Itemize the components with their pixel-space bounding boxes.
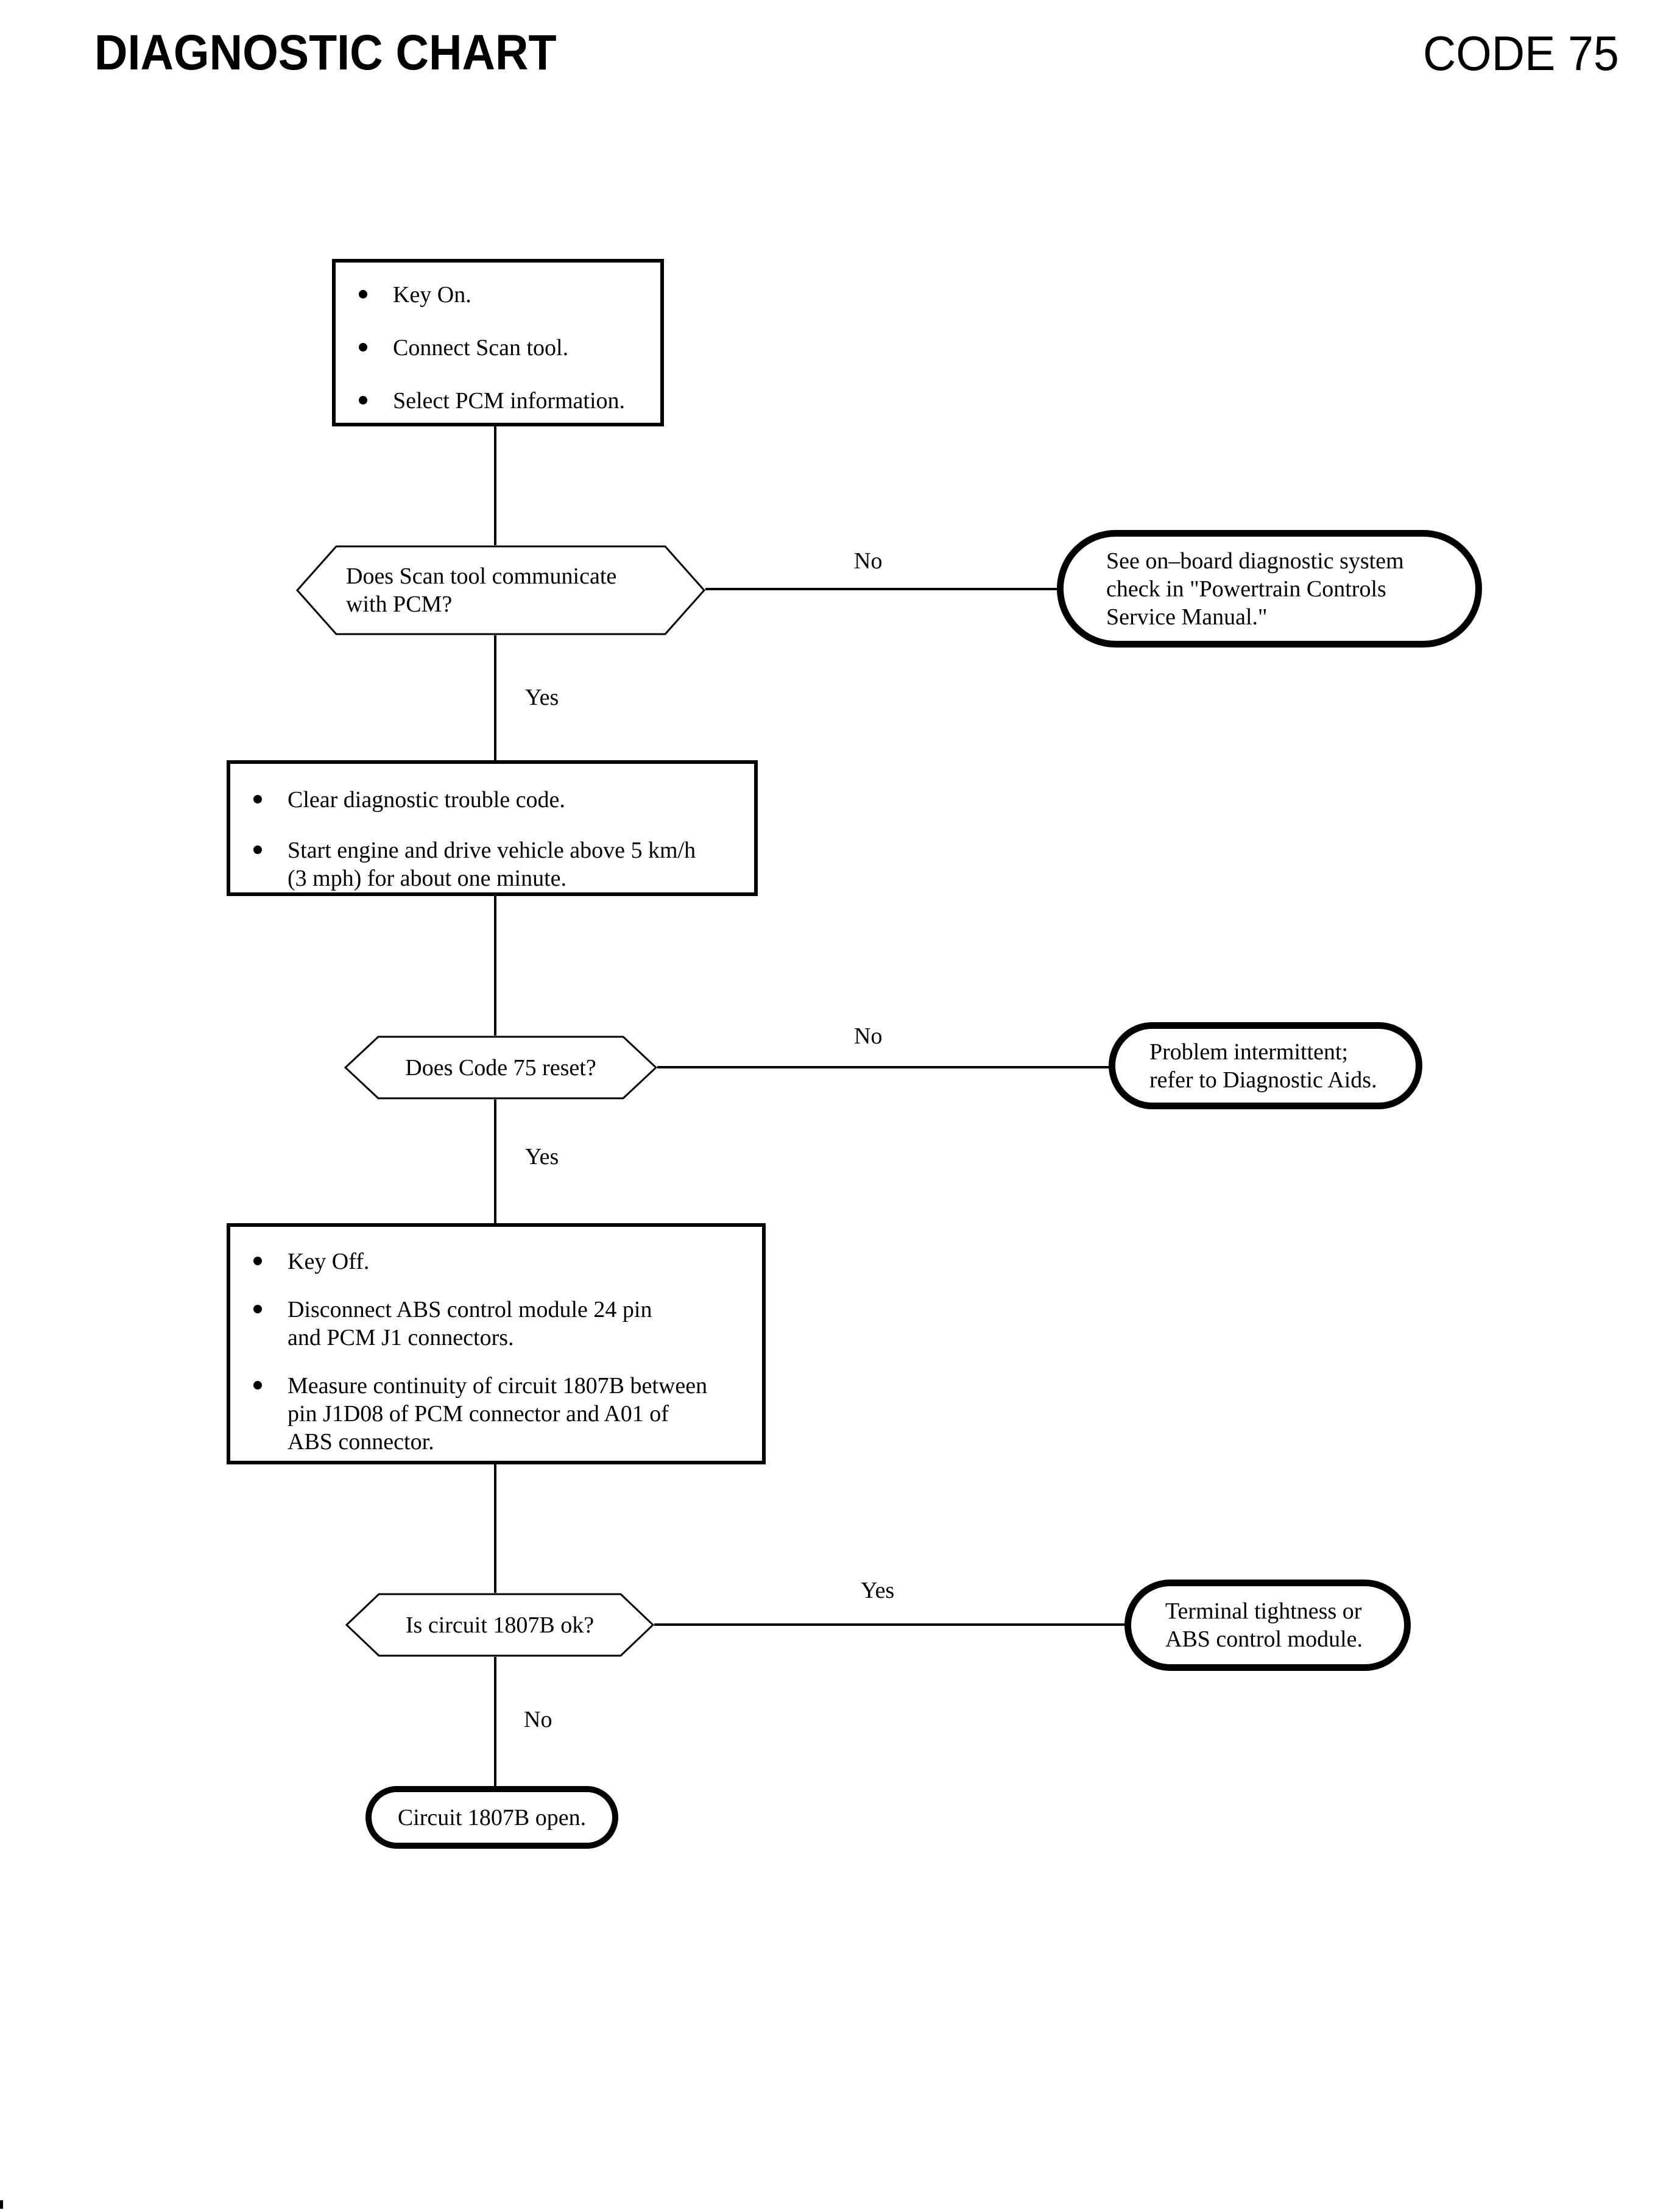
connector-horizontal	[705, 588, 1058, 590]
bullet-text: Measure continuity of circuit 1807B betw…	[288, 1373, 708, 1455]
bullet-icon	[253, 1257, 262, 1265]
decision-scan-tool-communicate: Does Scan tool communicate with PCM?	[296, 545, 705, 635]
terminal-text: Terminal tightness or ABS control module…	[1165, 1598, 1363, 1652]
bullet-item: Clear diagnostic trouble code.	[253, 786, 742, 814]
bullet-item: Key Off.	[253, 1248, 750, 1276]
bullet-icon	[359, 396, 367, 404]
connector-vertical	[494, 1100, 496, 1223]
connector-vertical	[494, 1464, 496, 1593]
bullet-icon	[253, 1381, 262, 1389]
scan-artifact-mark	[0, 2200, 3, 2209]
bullet-text: Select PCM information.	[393, 388, 626, 414]
terminal-problem-intermittent: Problem intermittent; refer to Diagnosti…	[1109, 1022, 1422, 1109]
bullet-icon	[253, 1305, 262, 1313]
bullet-text: Connect Scan tool.	[393, 335, 569, 361]
bullet-icon	[359, 290, 367, 298]
edge-label-no: No	[854, 1023, 883, 1049]
hexagon-outline	[345, 1593, 654, 1657]
terminal-text: See on–board diagnostic system check in …	[1106, 548, 1404, 630]
process-box-clear-code: Clear diagnostic trouble code. Start eng…	[227, 760, 758, 896]
edge-label-yes: Yes	[525, 1144, 559, 1170]
decision-text: Is circuit 1807B ok?	[405, 1612, 595, 1638]
bullet-text: Disconnect ABS control module 24 pin and…	[288, 1297, 652, 1350]
bullet-icon	[359, 343, 367, 351]
bullet-item: Key On.	[359, 281, 648, 309]
bullet-icon	[253, 795, 262, 803]
connector-vertical	[494, 426, 496, 545]
connector-horizontal	[654, 1623, 1126, 1626]
decision-text: Does Scan tool communicate with PCM?	[346, 563, 617, 617]
terminal-circuit-open: Circuit 1807B open.	[365, 1786, 618, 1849]
bullet-text: Start engine and drive vehicle above 5 k…	[288, 838, 696, 891]
process-box-key-on: Key On. Connect Scan tool. Select PCM in…	[332, 259, 664, 426]
edge-label-yes: Yes	[525, 685, 559, 710]
terminal-text: Circuit 1807B open.	[397, 1804, 587, 1830]
hexagon-outline	[344, 1036, 657, 1100]
bullet-text: Key On.	[393, 282, 471, 308]
process-box-key-off-measure: Key Off. Disconnect ABS control module 2…	[227, 1223, 766, 1464]
bullet-text: Key Off.	[288, 1249, 370, 1274]
edge-label-no: No	[524, 1707, 552, 1732]
connector-vertical	[494, 1657, 496, 1786]
terminal-text: Problem intermittent; refer to Diagnosti…	[1149, 1039, 1377, 1093]
bullet-item: Start engine and drive vehicle above 5 k…	[253, 836, 742, 892]
decision-circuit-1807b-ok: Is circuit 1807B ok?	[345, 1593, 654, 1657]
code-label: CODE 75	[1423, 26, 1619, 80]
bullet-text: Clear diagnostic trouble code.	[288, 787, 565, 813]
connector-horizontal	[657, 1066, 1110, 1068]
decision-code-75-reset: Does Code 75 reset?	[344, 1036, 657, 1100]
terminal-see-obd-check: See on–board diagnostic system check in …	[1057, 530, 1482, 648]
bullet-item: Disconnect ABS control module 24 pin and…	[253, 1296, 750, 1352]
edge-label-no: No	[854, 548, 883, 574]
decision-text: Does Code 75 reset?	[405, 1054, 596, 1081]
terminal-terminal-tightness: Terminal tightness or ABS control module…	[1124, 1580, 1411, 1671]
hexagon-outline	[296, 545, 705, 635]
connector-vertical	[494, 896, 496, 1036]
bullet-item: Measure continuity of circuit 1807B betw…	[253, 1372, 750, 1456]
bullet-item: Connect Scan tool.	[359, 334, 648, 362]
edge-label-yes: Yes	[861, 1578, 895, 1603]
page-title: DIAGNOSTIC CHART	[94, 25, 557, 80]
bullet-item: Select PCM information.	[359, 387, 648, 415]
bullet-icon	[253, 846, 262, 854]
connector-vertical	[494, 635, 496, 760]
